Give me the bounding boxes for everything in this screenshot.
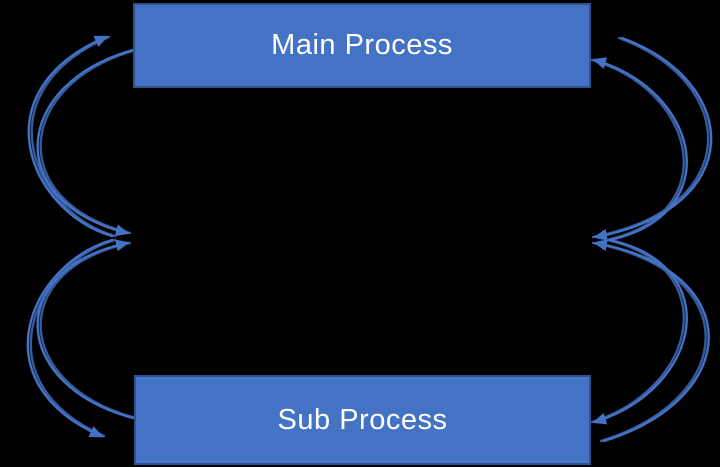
node-sub-process-label: Sub Process	[277, 403, 448, 436]
connector-right-hub-to-main	[592, 57, 688, 242]
connector-sub-to-right-hub	[593, 239, 710, 443]
node-main-process-label: Main Process	[271, 29, 453, 61]
sketch-texture-left	[31, 37, 136, 436]
connector-left-hub-to-main	[27, 35, 114, 238]
sketch-texture-right	[592, 38, 708, 441]
connector-right-hub-to-sub	[592, 238, 688, 425]
node-main-process: Main Process	[133, 3, 591, 88]
node-sub-process: Sub Process	[134, 375, 591, 465]
connector-main-to-left-hub	[36, 48, 135, 237]
connector-sub-to-left-hub	[36, 239, 135, 420]
connector-left-hub-to-sub	[26, 238, 114, 438]
